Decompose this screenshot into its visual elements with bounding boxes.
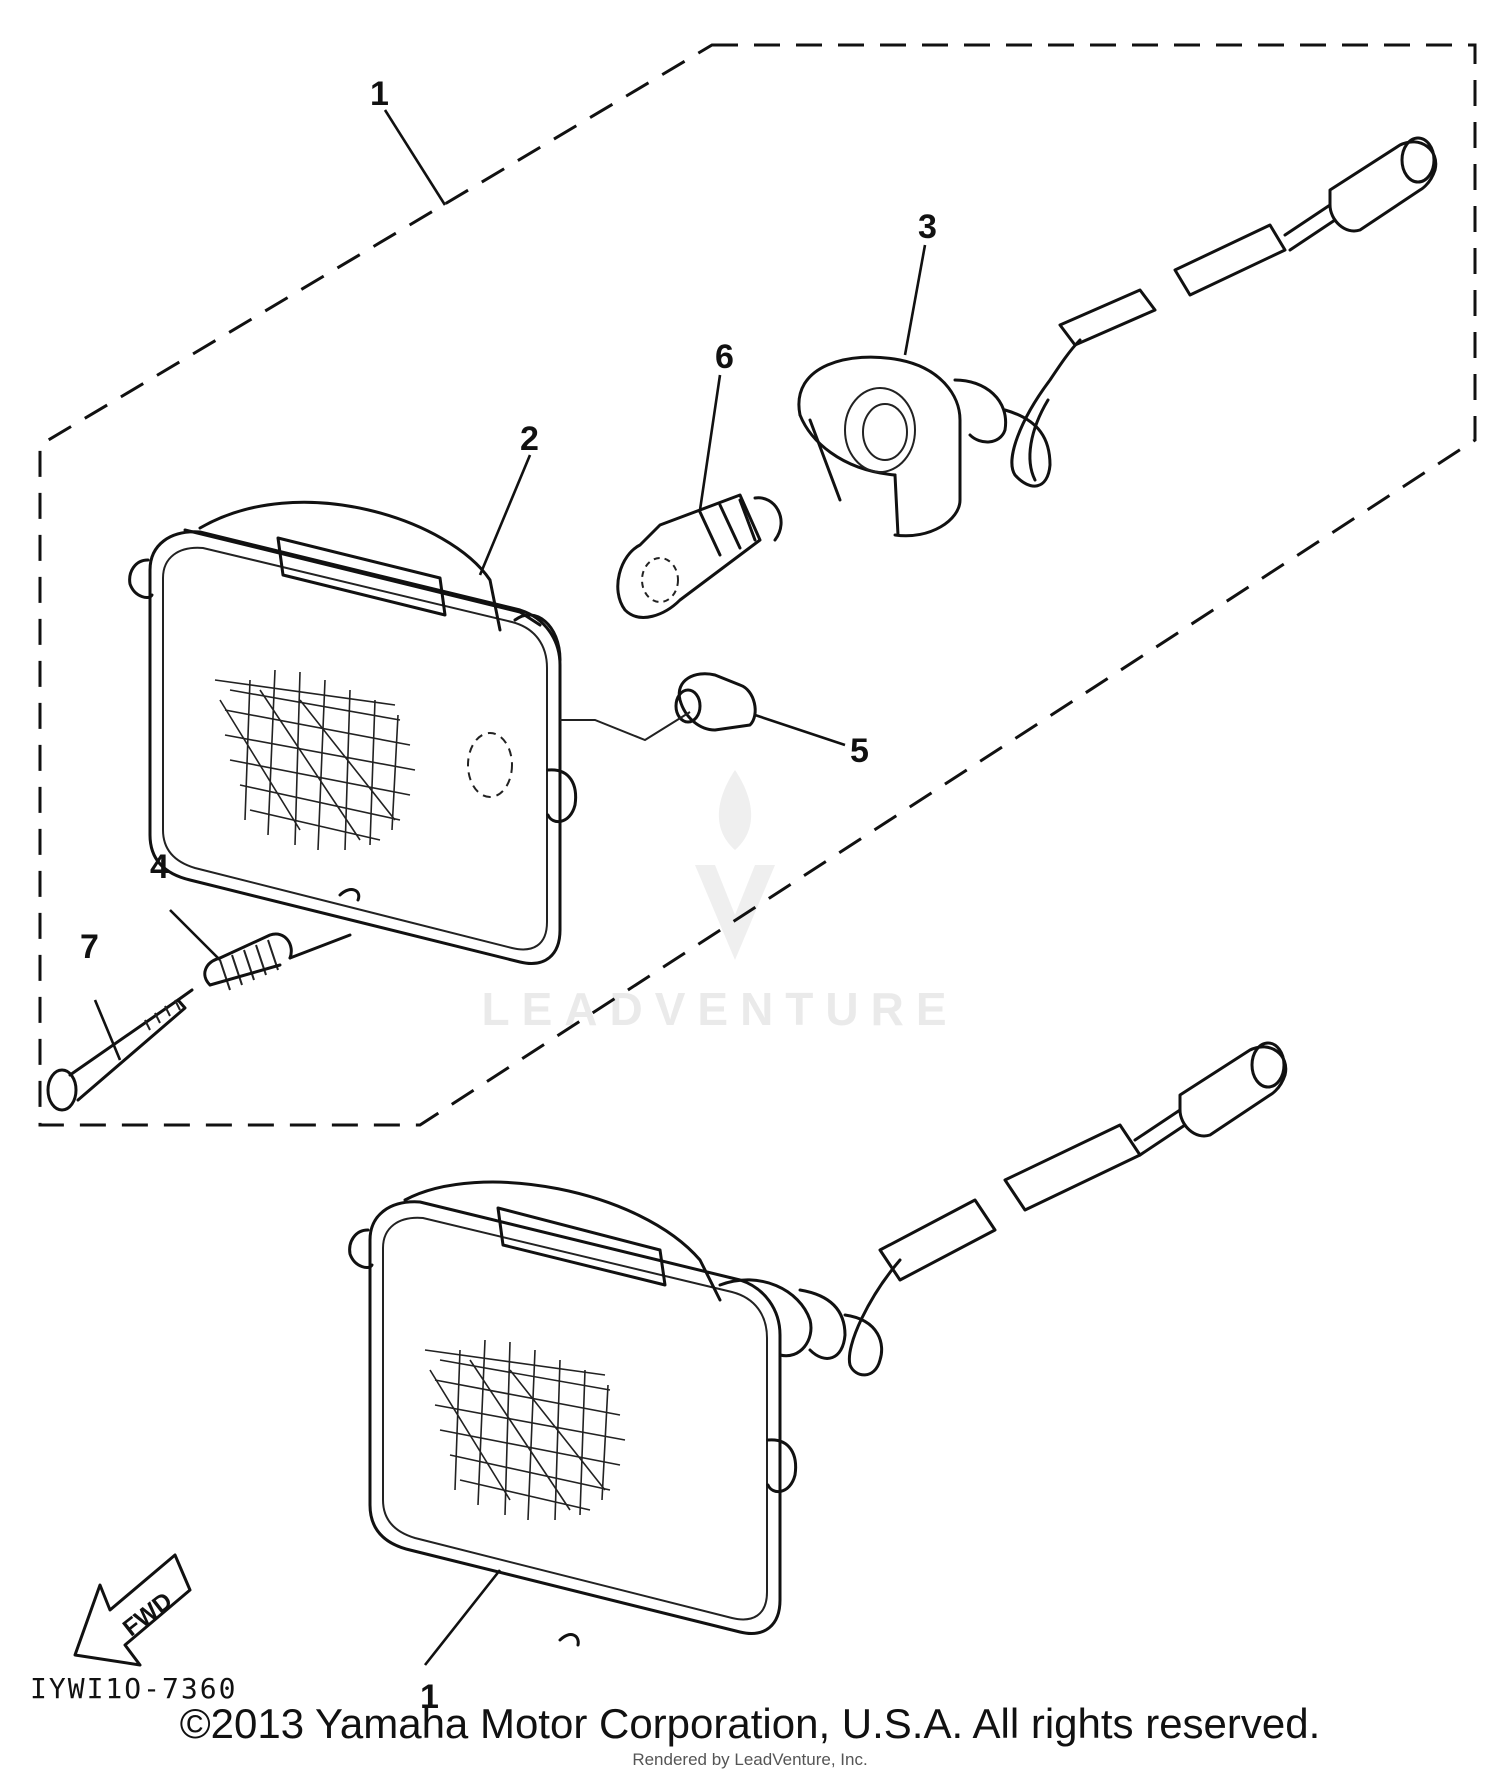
callout-1-bottom: 1: [420, 1678, 439, 1716]
lower-assembly: [348, 1041, 1288, 1647]
callout-1-top: 1: [370, 75, 389, 113]
callout-2: 2: [520, 420, 539, 458]
upper-wire: [1058, 136, 1438, 347]
lower-lens-pattern: [424, 1339, 626, 1521]
forward-arrow-icon: FWD: [73, 1553, 192, 1667]
screw: [46, 988, 194, 1112]
callout-line-5: [754, 713, 846, 747]
lens-pattern: [214, 669, 416, 851]
callout-line-4: [169, 909, 221, 961]
rendered-by-note: Rendered by LeadVenture, Inc.: [632, 1750, 868, 1769]
callout-7: 7: [80, 928, 99, 966]
callout-line-7: [93, 999, 122, 1061]
callout-4: 4: [150, 848, 169, 886]
bulb: [616, 493, 783, 619]
lamp-body: [128, 500, 578, 965]
copyright-notice: ©2013 Yamaha Motor Corporation, U.S.A. A…: [179, 1700, 1321, 1747]
callout-line-3: [903, 244, 927, 356]
spring: [203, 932, 352, 991]
callout-6: 6: [715, 338, 734, 376]
watermark-logo: LEADVENTURE: [481, 770, 958, 1035]
callout-line-1-bottom: [423, 1569, 502, 1666]
callout-5: 5: [850, 732, 869, 770]
callout-3: 3: [918, 208, 937, 246]
callout-line-2: [478, 454, 532, 576]
watermark-text: LEADVENTURE: [481, 983, 958, 1035]
diagram-code: IYWI1O-7360: [30, 1672, 237, 1705]
small-bulb: [560, 672, 757, 742]
assembly-outline: [38, 43, 1477, 1127]
socket: [797, 338, 1082, 538]
callout-line-1-top: [383, 109, 447, 206]
callout-line-6: [698, 374, 722, 511]
